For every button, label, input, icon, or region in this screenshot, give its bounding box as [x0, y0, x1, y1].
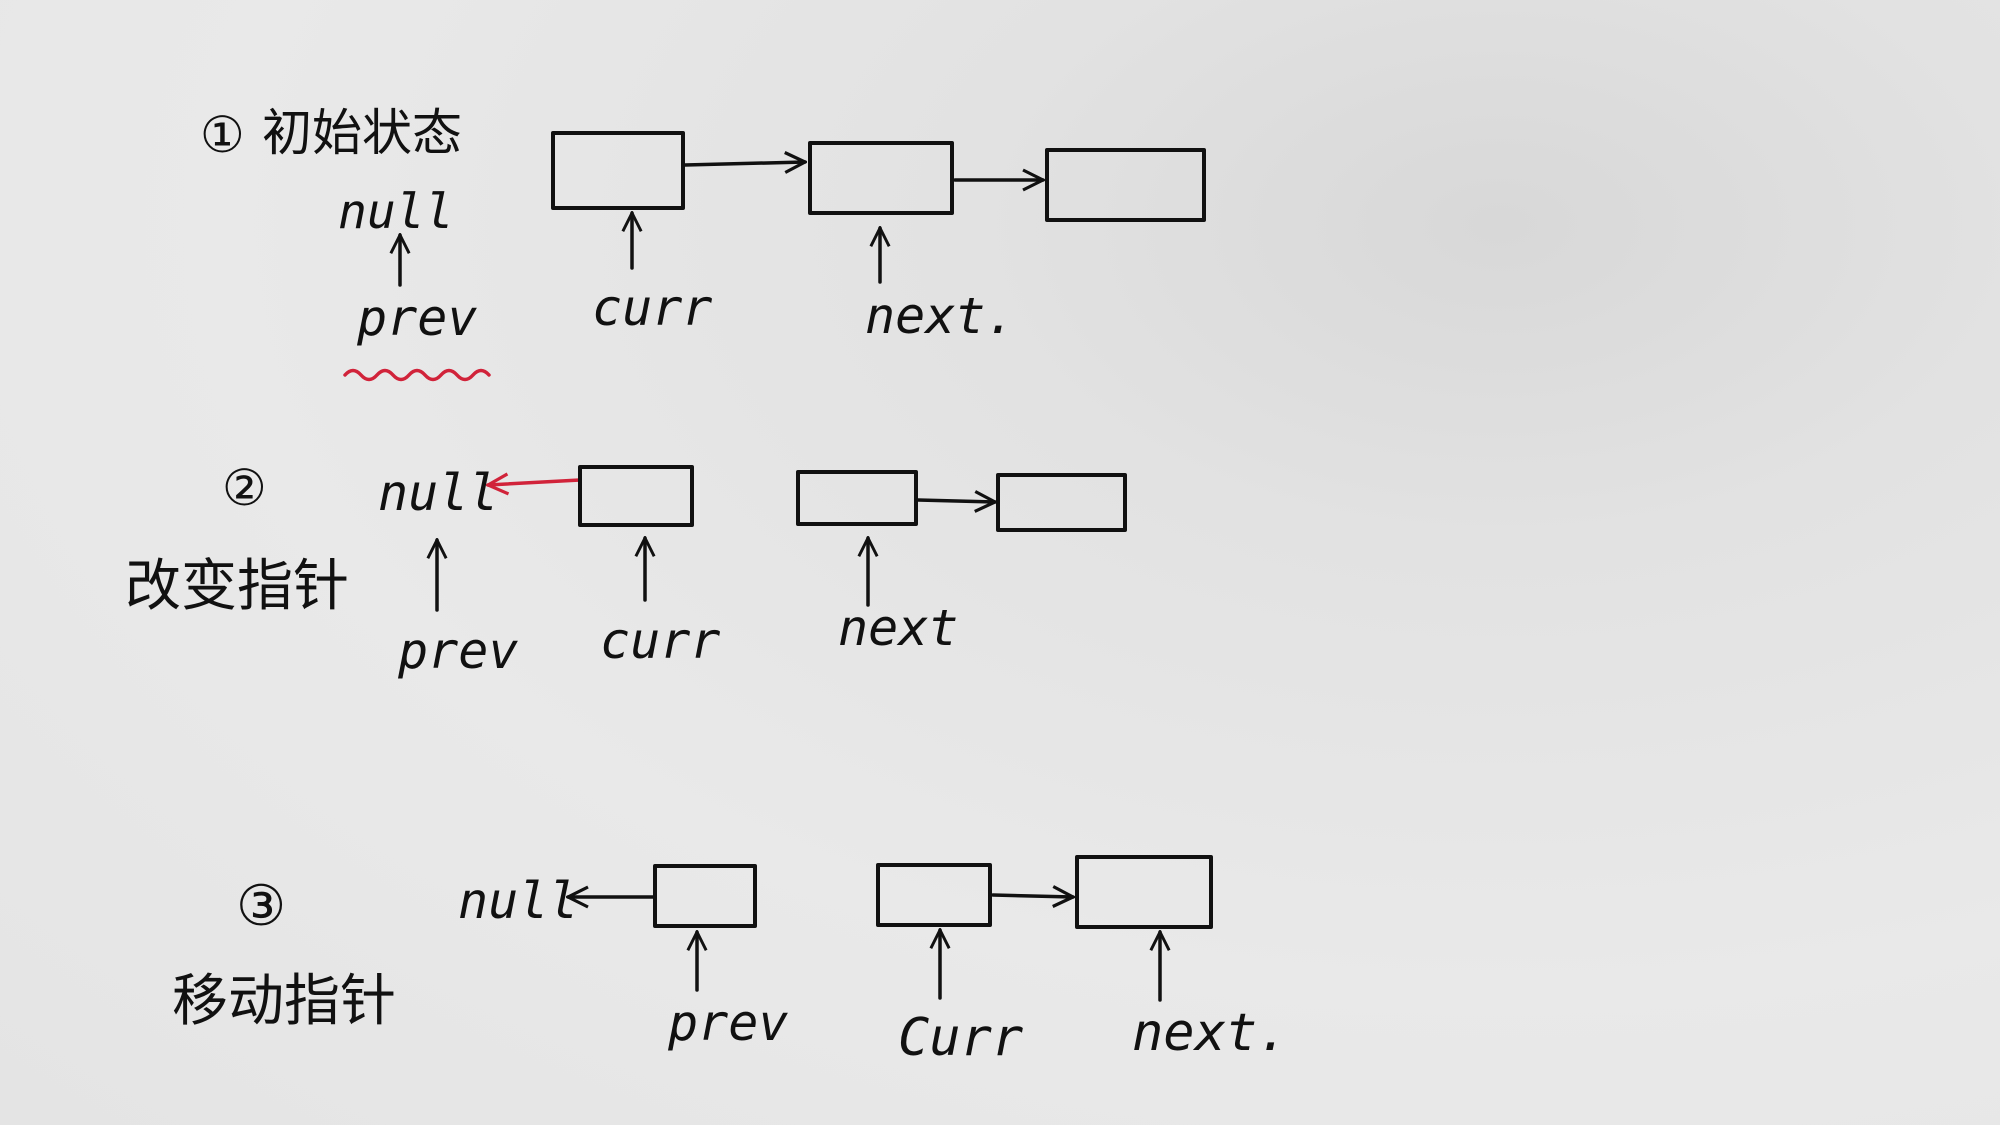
step-1-link-1-2: [683, 162, 805, 165]
step-2-null-label: null: [378, 464, 498, 522]
step-2-link-2-3: [916, 500, 995, 502]
step-3-marker: ③: [236, 874, 286, 939]
step-1-marker: ①: [200, 106, 245, 164]
step-1-group: ① 初始状态 null prev curr next.: [200, 104, 1206, 382]
step-2-node-3: [996, 473, 1127, 532]
step-3-curr-label: Curr: [898, 1008, 1023, 1068]
step-1-prev-label: prev: [356, 289, 477, 347]
step-1-curr-label: curr: [592, 279, 712, 337]
step-3-null-label: null: [458, 872, 578, 930]
step-2-prev-label: prev: [397, 622, 518, 680]
step-2-marker: ②: [222, 459, 267, 517]
step-1-title: 初始状态: [262, 104, 462, 162]
step-1-node-1: [551, 131, 685, 210]
step-3-group: ③ 移动指针 null prev Curr next.: [172, 855, 1289, 1068]
step-2-next-label: next: [838, 599, 958, 657]
step-1-node-3: [1045, 148, 1206, 222]
step-2-group: ② 改变指针 null prev curr next: [125, 459, 1127, 680]
step-1-node-2: [808, 141, 954, 215]
step-1-null-label: null: [338, 184, 454, 240]
step-1-red-underline: [343, 368, 491, 382]
step-3-prev-label: prev: [667, 994, 788, 1052]
step-3-node-2: [876, 863, 992, 927]
step-1-next-label: next.: [865, 287, 1016, 345]
step-3-node-1: [653, 864, 757, 928]
step-3-next-label: next.: [1132, 1003, 1289, 1063]
step-3-node-3: [1075, 855, 1213, 929]
step-2-title: 改变指针: [125, 554, 349, 619]
step-3-link-2-3: [991, 895, 1073, 897]
step-2-reversed-link: [488, 480, 582, 485]
step-2-curr-label: curr: [600, 612, 720, 670]
step-2-node-1: [578, 465, 694, 527]
step-2-node-2: [796, 470, 918, 526]
step-3-title: 移动指针: [172, 969, 396, 1034]
